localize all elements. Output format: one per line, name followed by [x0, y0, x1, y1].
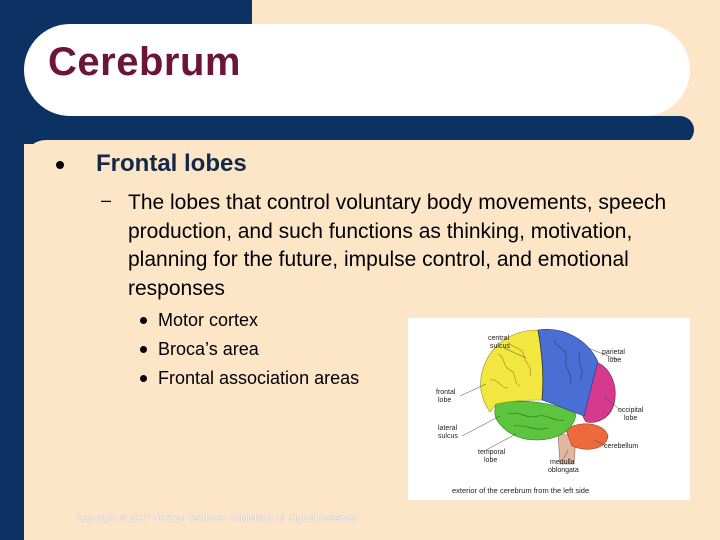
bullet-icon [56, 161, 64, 169]
label-cerebellum: cerebellum [604, 443, 638, 450]
item-frontal-association-areas: Frontal association areas [158, 368, 360, 388]
item-motor-cortex: Motor cortex [158, 310, 259, 330]
title-navy-band [24, 116, 694, 144]
label-frontal-lobe: lobe [438, 397, 451, 404]
left-navy-strip [0, 0, 24, 540]
label-central-sulcus: sulcus [490, 343, 510, 350]
label-medulla-oblongata: oblongata [548, 467, 579, 474]
gyri-lines [489, 341, 531, 389]
label-central-sulcus: central [488, 335, 509, 342]
label-occipital-lobe: lobe [624, 415, 637, 422]
label-frontal-lobe: frontal [436, 389, 456, 396]
leader-lines [459, 347, 621, 459]
title-box [24, 24, 690, 116]
bullet-icon [140, 317, 147, 324]
brain-diagram: central sulcus parietal lobe frontal lob… [408, 318, 690, 500]
label-lateral-sulcus: lateral [438, 425, 458, 432]
slide-title: Cerebrum [48, 40, 241, 84]
label-occipital-lobe: occipital [618, 407, 644, 414]
bullet-icon [140, 375, 147, 382]
label-temporal-lobe: temporal [478, 449, 506, 456]
item-brocas-area: Broca’s area [158, 339, 259, 359]
bullet-icon [140, 346, 147, 353]
label-parietal-lobe: lobe [608, 357, 621, 364]
cerebellum-shape [565, 423, 609, 450]
label-medulla-oblongata: medulla [550, 459, 575, 466]
central-sulcus-line [537, 329, 544, 401]
copyright-footer: Copyright © 2007 Horizon Textbook Publis… [76, 513, 358, 524]
label-temporal-lobe: lobe [484, 457, 497, 464]
label-parietal-lobe: parietal [602, 349, 625, 356]
figure-caption: exterior of the cerebrum from the left s… [452, 486, 589, 495]
dash-icon: – [101, 190, 112, 210]
frontal-lobes-description: The lobes that control voluntary body mo… [128, 191, 667, 300]
temporal-lobe-shape [494, 400, 577, 441]
label-lateral-sulcus: sulcus [438, 433, 458, 440]
bullet-frontal-lobes: Frontal lobes [96, 150, 247, 177]
